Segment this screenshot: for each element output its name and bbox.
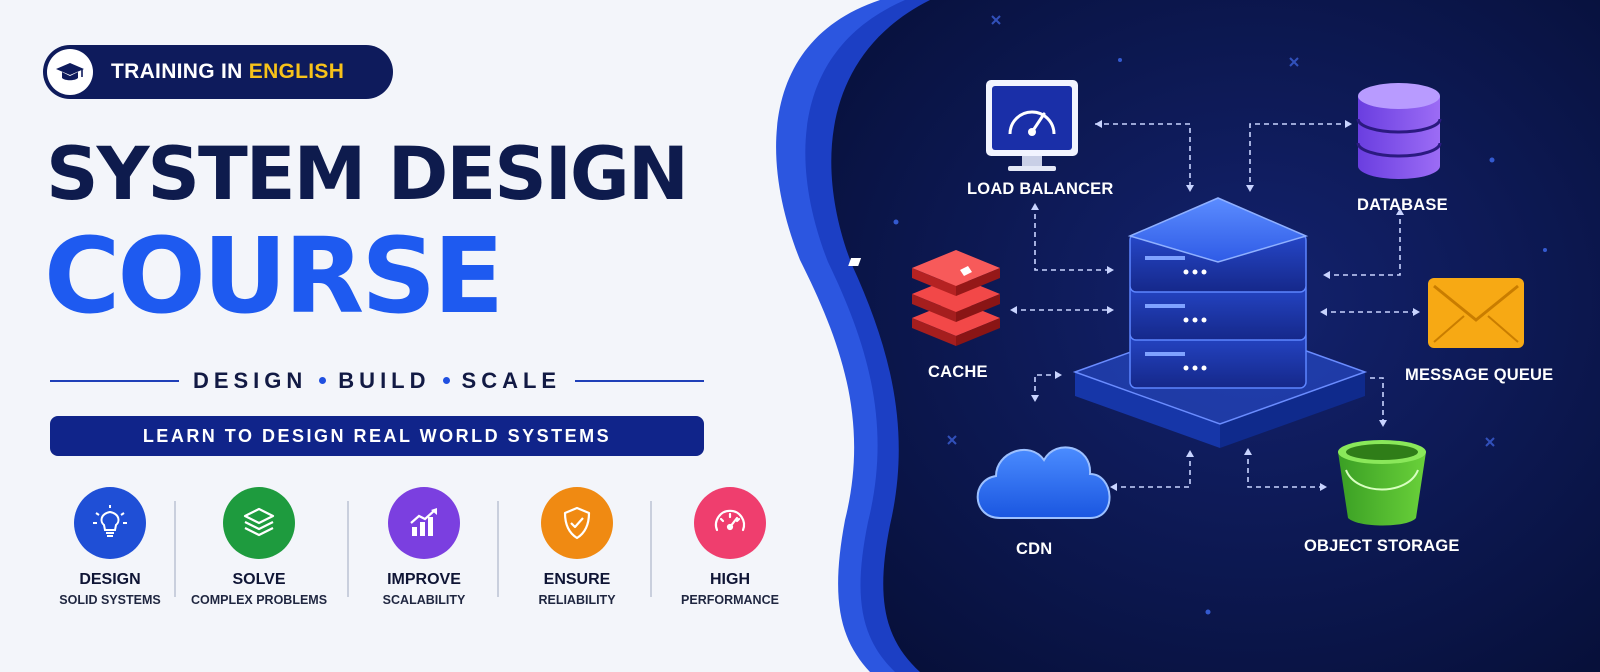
separator-dot <box>442 376 450 384</box>
graduation-cap-icon <box>47 49 93 95</box>
feature-subtitle: SCALABILITY <box>382 593 466 607</box>
message-queue-icon <box>1428 278 1524 348</box>
feature-divider <box>650 501 652 597</box>
feature-high: HIGH PERFORMANCE <box>650 487 810 607</box>
title-line-1: SYSTEM DESIGN <box>46 132 689 217</box>
training-badge: TRAINING IN ENGLISH <box>43 45 393 99</box>
server-stack-icon <box>1072 197 1368 448</box>
feature-divider <box>174 501 176 597</box>
connector-lines <box>1012 123 1418 488</box>
subtitle-banner-text: LEARN TO DESIGN REAL WORLD SYSTEMS <box>142 425 612 446</box>
tagline-word-scale: SCALE <box>461 368 562 393</box>
lightbulb-icon <box>74 487 146 559</box>
subtitle-banner: LEARN TO DESIGN REAL WORLD SYSTEMS <box>50 416 704 456</box>
label-message-queue: MESSAGE QUEUE <box>1405 366 1554 384</box>
feature-subtitle: RELIABILITY <box>538 593 616 607</box>
feature-title: ENSURE <box>543 571 611 588</box>
badge-text: TRAINING IN ENGLISH <box>111 60 344 84</box>
load-balancer-icon <box>986 80 1078 171</box>
label-cache: CACHE <box>928 363 988 381</box>
tagline-word-design: DESIGN <box>192 368 308 393</box>
feature-divider <box>497 501 499 597</box>
feature-improve: IMPROVE SCALABILITY <box>344 487 504 607</box>
feature-solve: SOLVE COMPLEX PROBLEMS <box>179 487 339 607</box>
feature-title: HIGH <box>710 571 750 588</box>
tagline-rule-right <box>575 380 705 382</box>
tagline: DESIGN BUILD SCALE <box>50 367 705 395</box>
separator-dot <box>319 376 327 384</box>
object-storage-bucket-icon <box>1338 440 1426 526</box>
database-icon <box>1356 83 1442 179</box>
cdn-cloud-icon <box>976 446 1111 519</box>
feature-subtitle: SOLID SYSTEMS <box>59 593 161 607</box>
cache-icon <box>848 250 1000 346</box>
badge-highlight: ENGLISH <box>248 60 345 83</box>
feature-subtitle: PERFORMANCE <box>681 593 779 607</box>
title-line-2: COURSE <box>44 215 504 337</box>
tagline-rule-left <box>50 380 179 382</box>
feature-subtitle: COMPLEX PROBLEMS <box>190 593 328 607</box>
label-database: DATABASE <box>1357 196 1448 214</box>
feature-design: DESIGN SOLID SYSTEMS <box>30 487 190 607</box>
feature-row: DESIGN SOLID SYSTEMS SOLVE COMPLEX PROBL… <box>30 487 820 617</box>
badge-prefix: TRAINING IN <box>111 60 249 83</box>
feature-title: DESIGN <box>79 571 141 588</box>
feature-title: IMPROVE <box>387 571 461 588</box>
feature-title: SOLVE <box>232 571 286 588</box>
label-load-balancer: LOAD BALANCER <box>967 180 1114 198</box>
speedometer-icon <box>694 487 766 559</box>
connector-arrowheads <box>1010 120 1420 491</box>
layers-icon <box>223 487 295 559</box>
label-cdn: CDN <box>1016 540 1053 558</box>
feature-divider <box>347 501 349 597</box>
tagline-word-build: BUILD <box>338 368 431 393</box>
label-object-storage: OBJECT STORAGE <box>1304 537 1460 555</box>
growth-chart-icon <box>388 487 460 559</box>
feature-ensure: ENSURE RELIABILITY <box>497 487 657 607</box>
shield-check-icon <box>541 487 613 559</box>
tagline-text: DESIGN BUILD SCALE <box>193 368 561 394</box>
